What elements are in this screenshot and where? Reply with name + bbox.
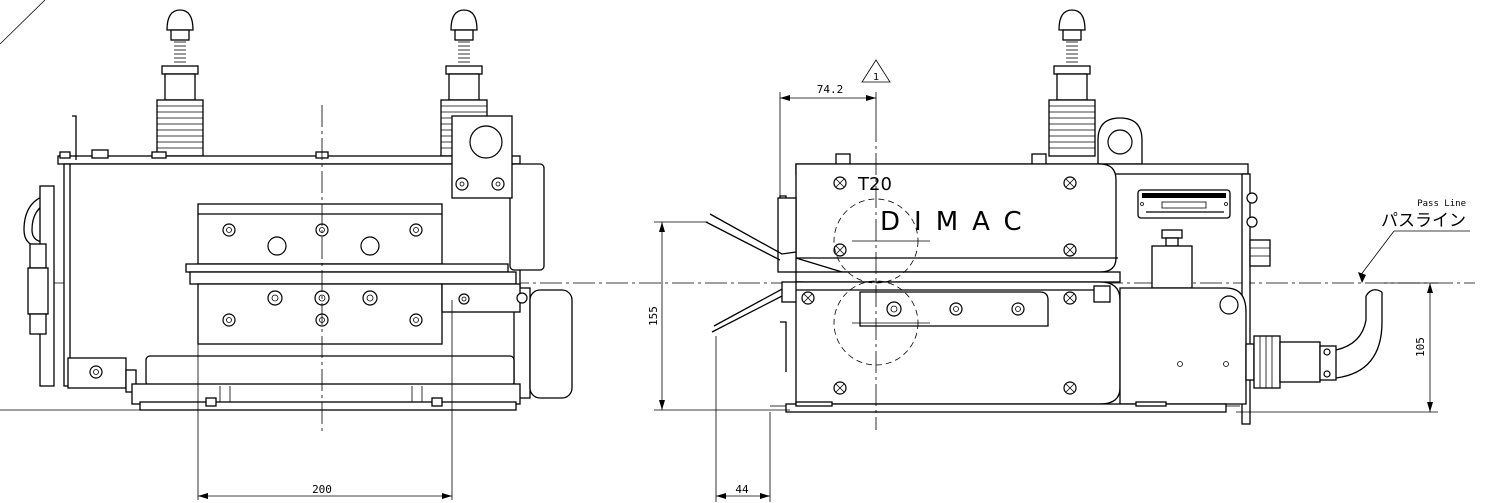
pass-line-label-en: Pass Line bbox=[1417, 199, 1466, 209]
pass-line-label-jp: パスライン bbox=[1381, 211, 1466, 231]
dimension-74-2-label: 74.2 bbox=[817, 83, 844, 96]
front-view bbox=[0, 9, 573, 432]
top-plate bbox=[57, 155, 521, 165]
brand-label: DIMAC bbox=[880, 207, 1036, 237]
adjust-knob-side bbox=[1048, 9, 1096, 157]
nameplate bbox=[1137, 189, 1231, 219]
side-view: T20 DIMAC bbox=[705, 9, 1383, 430]
dimension-44: 44 bbox=[715, 336, 771, 502]
dimension-200-label: 200 bbox=[312, 483, 332, 496]
dimension-74-2: 74.2 bbox=[779, 83, 877, 198]
revision-mark-label: 1 bbox=[873, 72, 879, 83]
revision-mark: 1 bbox=[861, 59, 891, 83]
dimension-155-label: 155 bbox=[647, 306, 660, 326]
base-plate bbox=[785, 403, 1227, 413]
dimension-155: 155 bbox=[647, 221, 790, 411]
dimension-105: 105 bbox=[1236, 282, 1438, 413]
adjust-knob-left bbox=[156, 9, 204, 157]
model-label: T20 bbox=[857, 174, 892, 195]
sheet-corner-line bbox=[0, 0, 46, 45]
dimension-105-label: 105 bbox=[1414, 337, 1427, 357]
dimension-200: 200 bbox=[197, 300, 453, 500]
dimension-44-label: 44 bbox=[735, 483, 749, 496]
pass-line-callout: Pass Line パスライン bbox=[1358, 199, 1470, 283]
connector-cable bbox=[1245, 289, 1383, 389]
